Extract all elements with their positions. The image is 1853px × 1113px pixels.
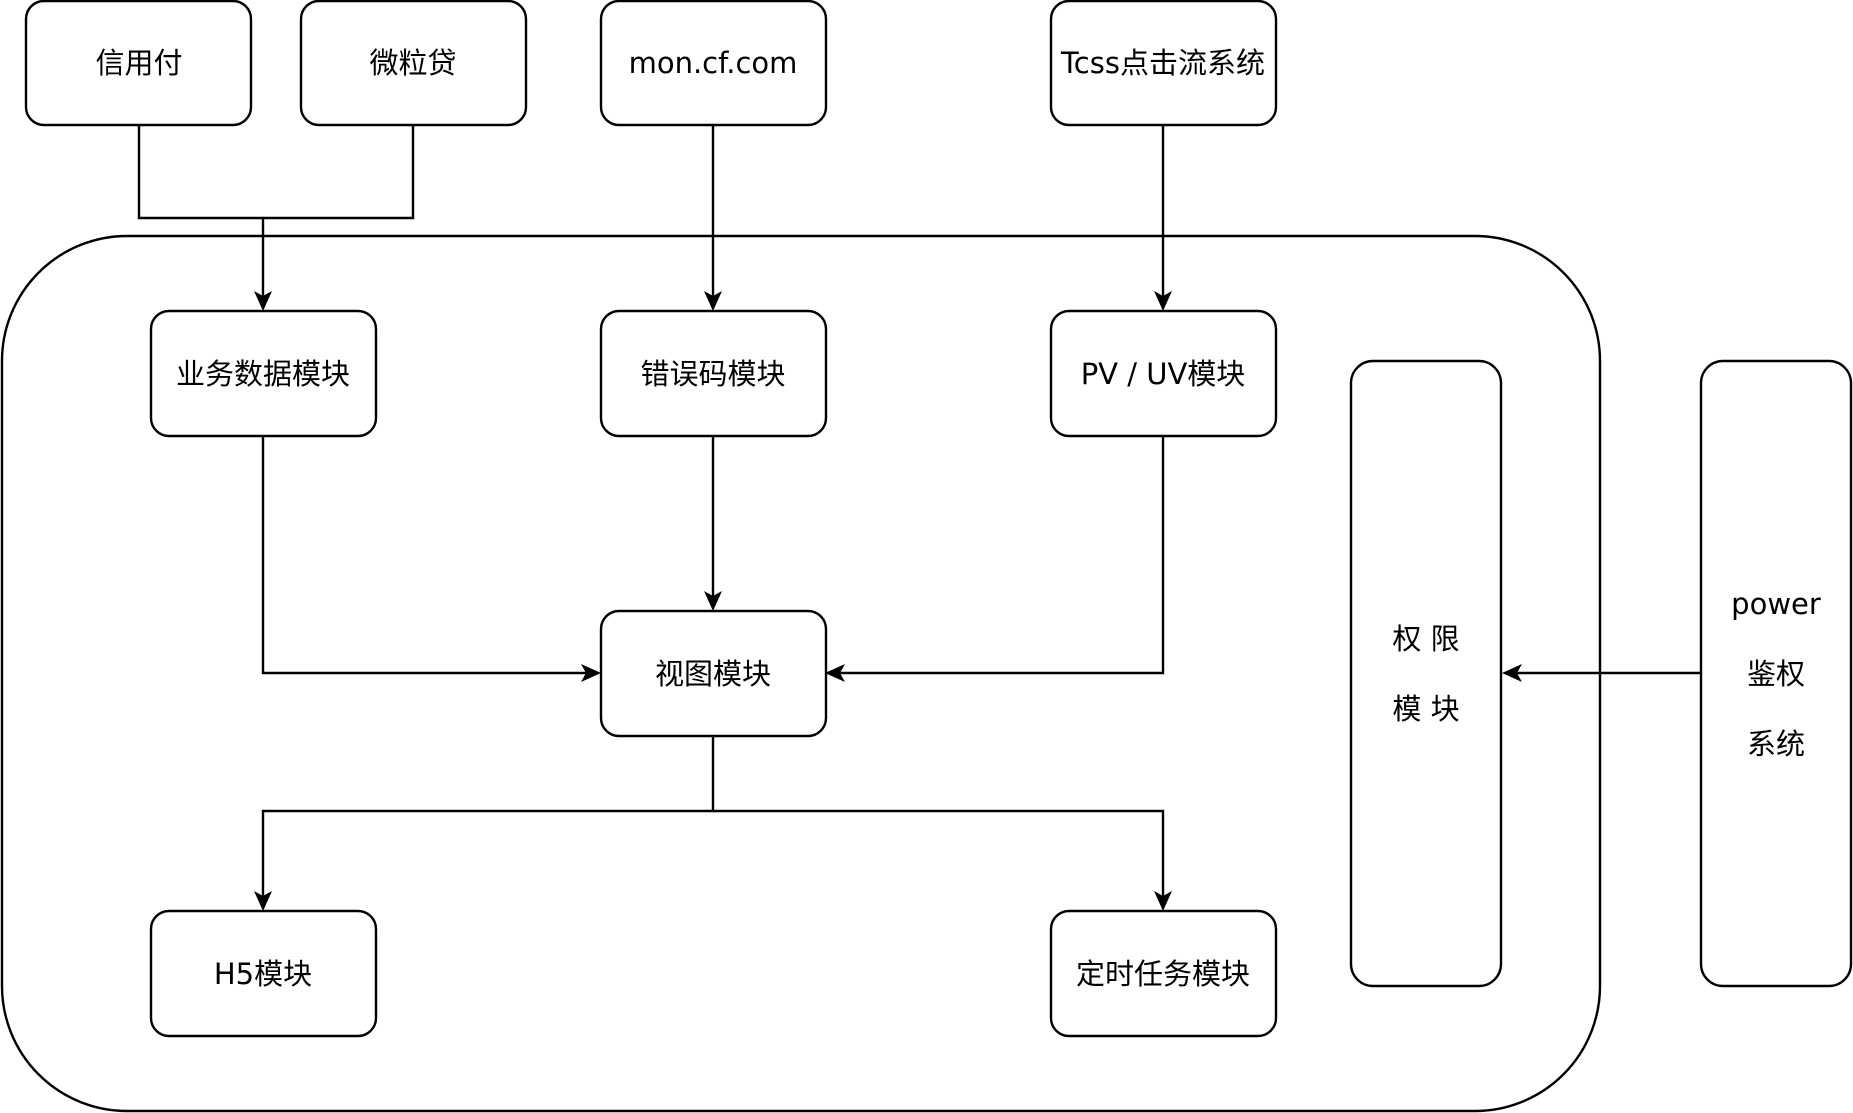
node-tcss-box [1049, 0, 1278, 127]
node-h5: H5模块 [149, 909, 378, 1038]
edge-xinyongfu-to-biz-data [137, 125, 265, 296]
edges [137, 125, 1700, 911]
node-permission-box [1349, 359, 1503, 988]
node-power-label-line-3: 系统 [1747, 727, 1805, 761]
node-pv-uv: PV / UV模块 [1049, 309, 1278, 438]
node-error-code: 错误码模块 [599, 309, 828, 438]
node-xinyongfu: 信用付 [24, 0, 253, 127]
node-view-box [599, 609, 828, 738]
arrowhead-view-right [825, 664, 845, 682]
node-h5-label: H5模块 [214, 957, 312, 991]
edge-pv-uv-to-view [840, 436, 1165, 675]
node-power-label-line-2: 鉴权 [1747, 657, 1805, 691]
node-weilidai: 微粒贷 [299, 0, 528, 127]
node-xinyongfu-box [24, 0, 253, 127]
node-weilidai-label: 微粒贷 [369, 46, 456, 80]
arrowhead-view-top [704, 591, 722, 611]
node-power-box [1699, 359, 1853, 988]
arrowhead-pv-uv [1154, 291, 1172, 311]
node-power-label-line-1: power [1731, 587, 1821, 621]
node-xinyongfu-label: 信用付 [95, 46, 182, 80]
node-scheduled-box [1049, 909, 1278, 1038]
node-mon-cf-label: mon.cf.com [629, 46, 798, 80]
node-pv-uv-label: PV / UV模块 [1081, 357, 1246, 391]
node-view: 视图模块 [599, 609, 828, 738]
arrowhead-view-left [581, 664, 601, 682]
edge-weilidai-to-biz-data [263, 125, 415, 220]
edge-biz-data-to-view [261, 436, 586, 675]
arrowhead-h5 [254, 891, 272, 911]
arrowhead-scheduled [1154, 891, 1172, 911]
arrowhead-permission [1502, 664, 1522, 682]
node-weilidai-box [299, 0, 528, 127]
node-permission-label-line-1: 权 限 [1392, 622, 1459, 656]
node-scheduled-label: 定时任务模块 [1076, 957, 1250, 991]
edge-view-to-h5 [261, 736, 715, 896]
node-permission: 权 限 模 块 [1349, 359, 1503, 988]
arrowhead-biz-data [254, 291, 272, 311]
node-mon-cf: mon.cf.com [599, 0, 828, 127]
arrowhead-error-code [704, 291, 722, 311]
node-power: power 鉴权 系统 [1699, 359, 1853, 988]
node-h5-box [149, 909, 378, 1038]
node-biz-data: 业务数据模块 [149, 309, 378, 438]
node-permission-label-line-2: 模 块 [1392, 692, 1459, 726]
node-biz-data-label: 业务数据模块 [176, 357, 350, 391]
node-error-code-label: 错误码模块 [640, 357, 785, 391]
node-pv-uv-box [1049, 309, 1278, 438]
node-view-label: 视图模块 [655, 657, 771, 691]
node-mon-cf-box [599, 0, 828, 127]
node-scheduled: 定时任务模块 [1049, 909, 1278, 1038]
node-biz-data-box [149, 309, 378, 438]
edge-view-to-scheduled [713, 809, 1165, 896]
node-error-code-box [599, 309, 828, 438]
node-tcss: Tcss点击流系统 [1049, 0, 1278, 127]
node-tcss-label: Tcss点击流系统 [1060, 46, 1265, 80]
